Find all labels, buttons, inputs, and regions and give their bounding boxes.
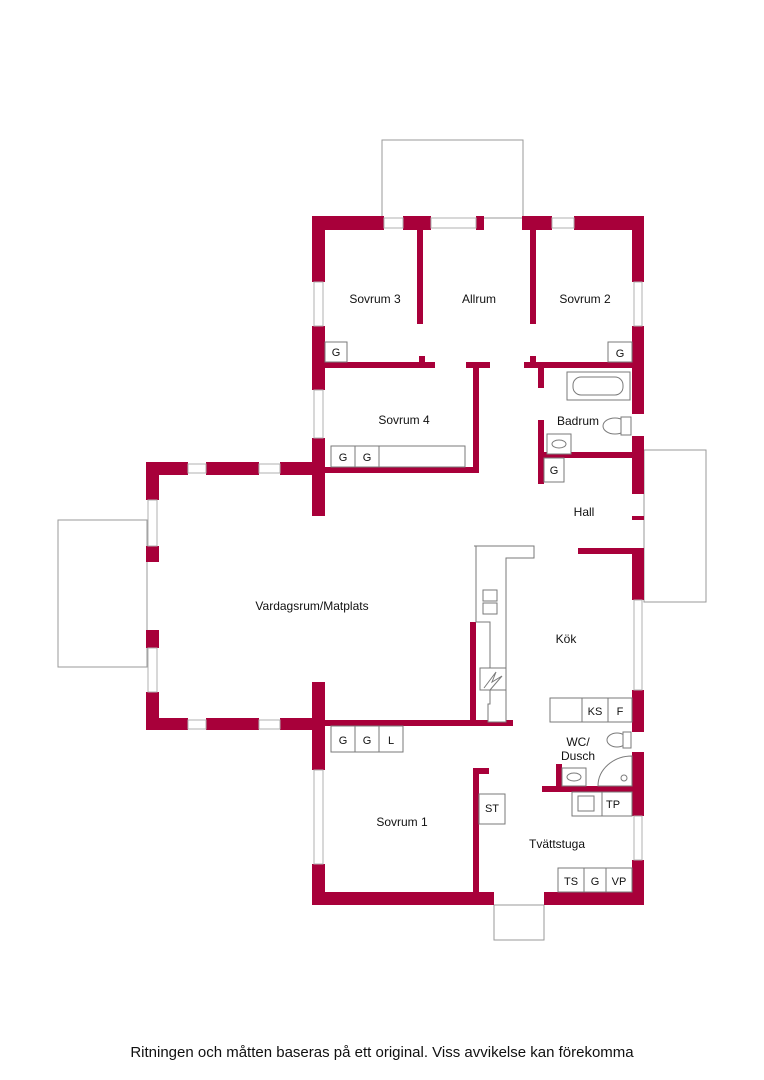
closet-sovrum1-l	[378, 725, 404, 753]
entrance-step	[493, 904, 545, 941]
room-label-dusch: Dusch	[561, 749, 595, 763]
fixture-label-g: G	[363, 452, 372, 464]
terrace-east	[643, 449, 707, 603]
room-label-wc: WC/	[566, 735, 590, 749]
shower-icon	[597, 755, 633, 787]
chimney-icon	[479, 667, 507, 691]
terrace-north	[381, 139, 524, 219]
fixture-label-vp: VP	[612, 876, 627, 888]
closet-sovrum1-b	[354, 725, 380, 753]
room-label-vardagsrum: Vardagsrum/Matplats	[255, 599, 368, 613]
terrace-west	[57, 519, 148, 668]
fixture-label-g: G	[550, 465, 559, 477]
fixture-label-ts: TS	[564, 876, 578, 888]
closet-vp	[605, 867, 633, 893]
fixture-label-ks: KS	[588, 706, 603, 718]
room-label-allrum: Allrum	[462, 292, 496, 306]
fixture-label-g: G	[339, 735, 348, 747]
room-label-hall: Hall	[574, 505, 595, 519]
fixture-label-g: G	[591, 876, 600, 888]
fixture-label-st: ST	[485, 803, 499, 815]
closet-tp	[601, 791, 633, 817]
room-label-sovrum2: Sovrum 2	[559, 292, 611, 306]
closet-st	[478, 793, 506, 825]
room-label-sovrum1: Sovrum 1	[376, 815, 428, 829]
disclaimer-caption: Ritningen och måtten baseras på ett orig…	[130, 1044, 634, 1061]
room-label-tvattstuga: Tvättstuga	[529, 837, 585, 851]
closet-sovrum4-cont	[378, 445, 466, 468]
room-label-badrum: Badrum	[557, 414, 599, 428]
fixture-label-f: F	[617, 706, 624, 718]
kitchen-counter	[474, 545, 535, 723]
windows	[147, 217, 643, 865]
fixture-label-g: G	[339, 452, 348, 464]
fixture-label-g: G	[332, 347, 341, 359]
fixture-label-tp: TP	[606, 799, 620, 811]
room-label-sovrum4: Sovrum 4	[378, 413, 430, 427]
stove-burner-2	[482, 602, 498, 615]
room-label-kok: Kök	[556, 632, 578, 646]
counter-ks-ext	[549, 697, 583, 723]
stove-burner-1	[482, 589, 498, 602]
walls	[146, 216, 644, 905]
closet-badrum	[543, 457, 565, 483]
fixture-label-g: G	[363, 735, 372, 747]
fixture-label-l: L	[388, 735, 394, 747]
closet-sovrum2	[607, 341, 633, 363]
fixture-label-g: G	[616, 348, 625, 360]
fridge	[607, 697, 633, 723]
closet-sovrum3	[324, 341, 348, 363]
room-label-sovrum3: Sovrum 3	[349, 292, 401, 306]
